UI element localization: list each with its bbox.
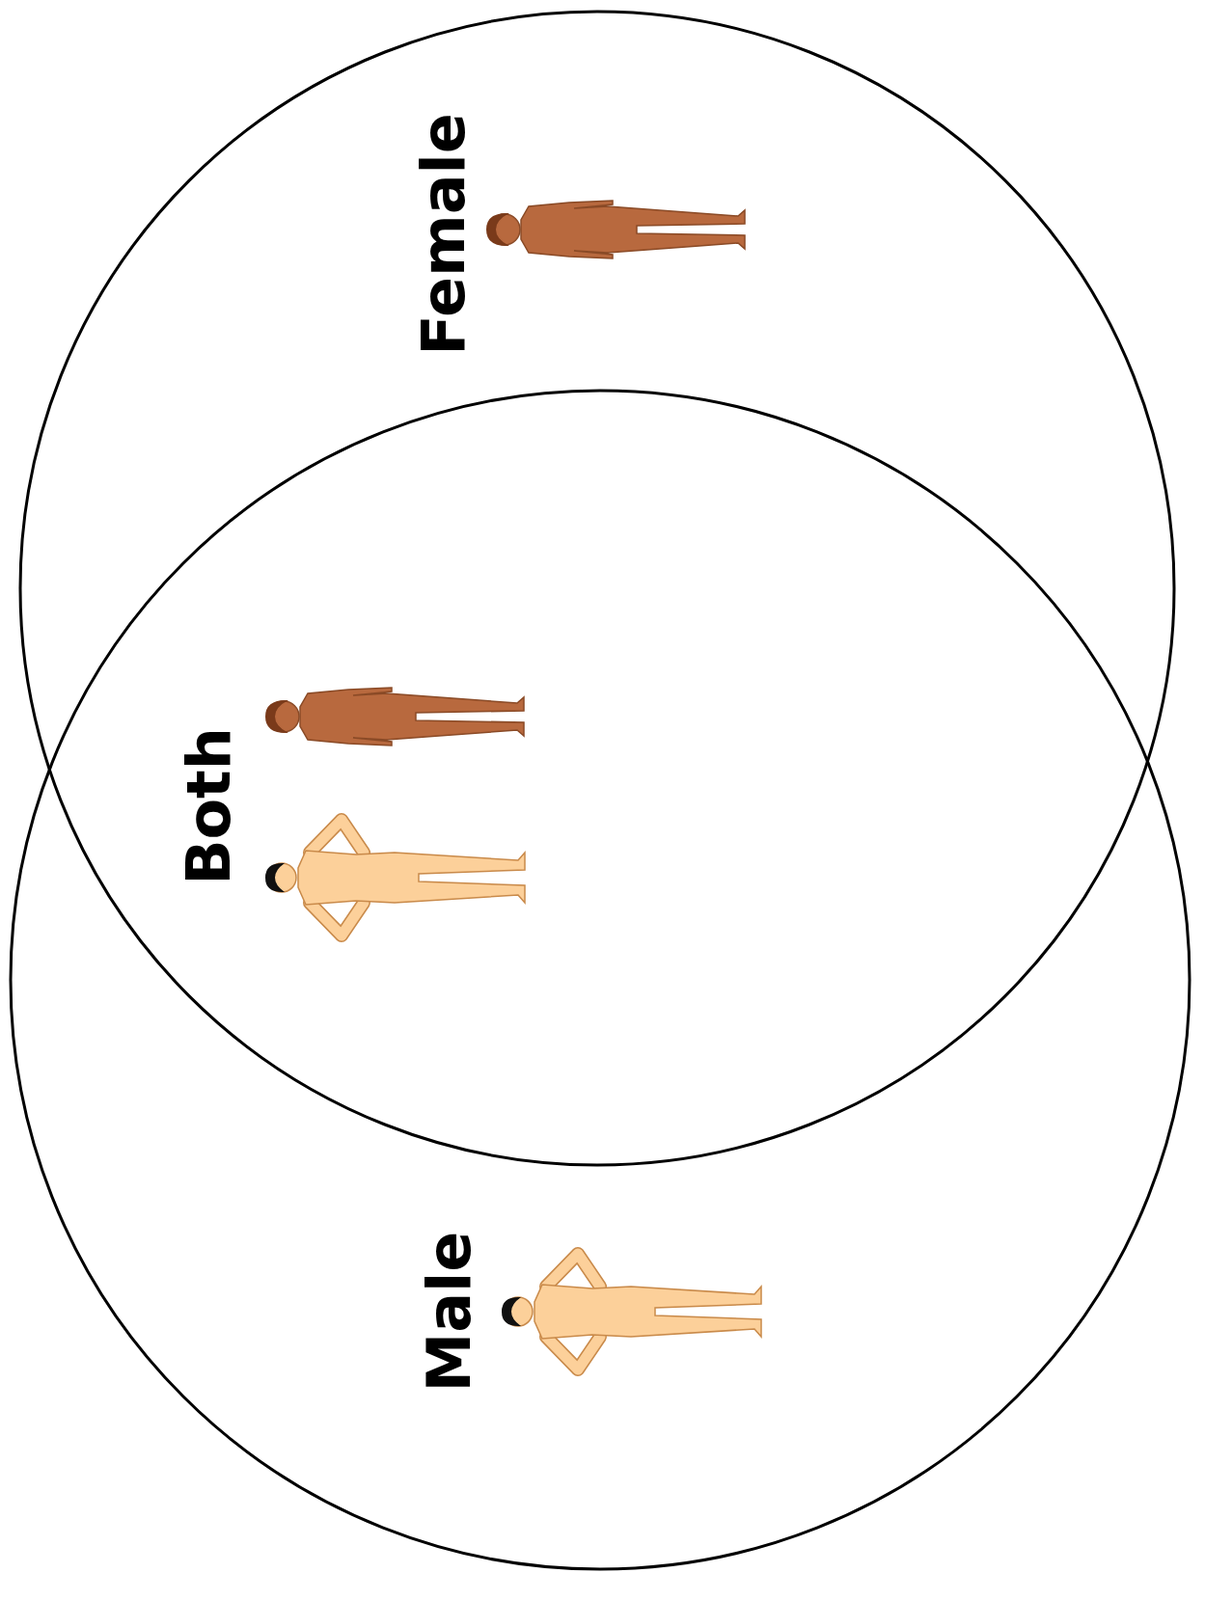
female-figure [486, 200, 745, 259]
overlap-label: Both [179, 727, 240, 886]
circle-outline [18, 9, 1177, 1168]
female-figure [265, 687, 524, 746]
circle-outline [10, 390, 1190, 1570]
female-circle: Female [18, 9, 1177, 1168]
male-figure [265, 820, 525, 936]
male-circle: Male [8, 388, 1192, 1572]
circle-outline [8, 388, 1192, 1572]
set-label: Male [419, 1232, 480, 1394]
circle-outline [20, 11, 1175, 1166]
male-figure [501, 1254, 762, 1370]
set-label: Female [413, 112, 474, 357]
